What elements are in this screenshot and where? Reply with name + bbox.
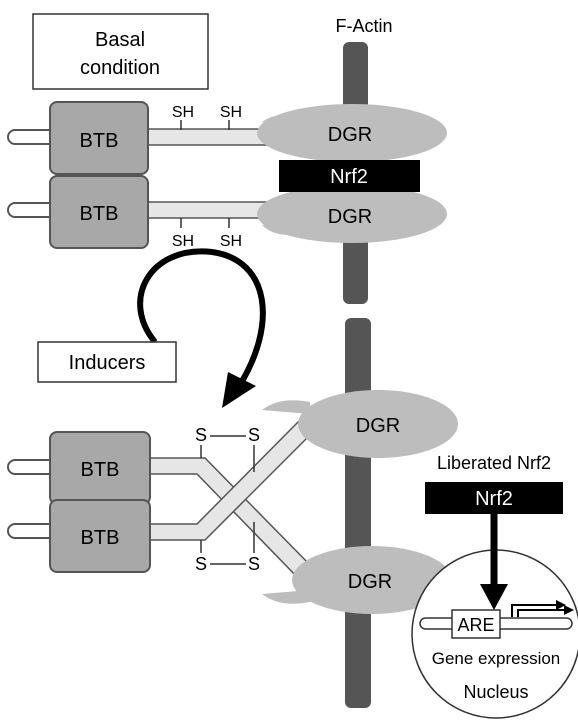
inducers-box xyxy=(37,341,177,383)
dgr-lobe xyxy=(262,590,310,604)
dgr-ellipse-bottom-1 xyxy=(298,390,458,458)
inducers-label: Inducers xyxy=(69,352,146,374)
transcription-arrowhead-1 xyxy=(556,600,566,610)
f-actin-label: F-Actin xyxy=(335,16,392,36)
s-label: S xyxy=(195,554,207,574)
dgr-label-bottom-1: DGR xyxy=(356,415,400,437)
s-label: S xyxy=(248,554,260,574)
btb-box-top-2 xyxy=(49,175,149,249)
btb-box-top-1 xyxy=(49,101,149,175)
btb-label-bottom-1: BTB xyxy=(81,459,120,481)
dgr-ellipse-top-2 xyxy=(257,185,447,243)
dgr-label-top-2: DGR xyxy=(328,206,372,228)
dgr-label-bottom-2: DGR xyxy=(348,571,392,593)
btb-box-bottom-2 xyxy=(49,499,151,573)
nucleus-label: Nucleus xyxy=(463,682,528,702)
inducer-arrow-head xyxy=(222,372,256,408)
dgr-label-top-1: DGR xyxy=(328,124,372,146)
gene-expression-label: Gene expression xyxy=(432,649,561,668)
basal-condition-box xyxy=(32,13,209,90)
liberated-nrf2-label: Liberated Nrf2 xyxy=(437,453,551,473)
nrf2-liberated-box xyxy=(425,482,563,514)
btb-label-bottom-2: BTB xyxy=(81,527,120,549)
dgr-ellipse-bottom-2 xyxy=(292,546,452,614)
are-box xyxy=(451,609,501,639)
f-actin-filament-bottom xyxy=(345,318,371,708)
dgr-ellipse-top-1 xyxy=(257,104,447,162)
inducer-curved-arrow xyxy=(137,248,266,390)
dgr-lobe xyxy=(262,400,310,414)
are-label: ARE xyxy=(457,615,494,635)
sh-label: SH xyxy=(220,104,242,121)
s-label: S xyxy=(248,425,260,445)
transcription-arrowhead-2 xyxy=(564,605,574,615)
transcription-arrow-2 xyxy=(517,609,570,617)
btb-label-top-2: BTB xyxy=(80,203,119,225)
s-label: S xyxy=(195,425,207,445)
basal-condition-label-line2: condition xyxy=(80,57,160,79)
nrf2-translocation-arrow-head xyxy=(480,584,508,610)
basal-condition-label-line1: Basal xyxy=(95,29,145,51)
sh-label: SH xyxy=(220,233,242,250)
nrf2-bound-box xyxy=(279,160,420,192)
nrf2-bound-label: Nrf2 xyxy=(330,166,368,188)
nrf2-liberated-label: Nrf2 xyxy=(475,488,513,510)
sh-label: SH xyxy=(172,233,194,250)
sh-label: SH xyxy=(172,104,194,121)
btb-label-top-1: BTB xyxy=(80,130,119,152)
transcription-arrow-1 xyxy=(511,604,562,617)
